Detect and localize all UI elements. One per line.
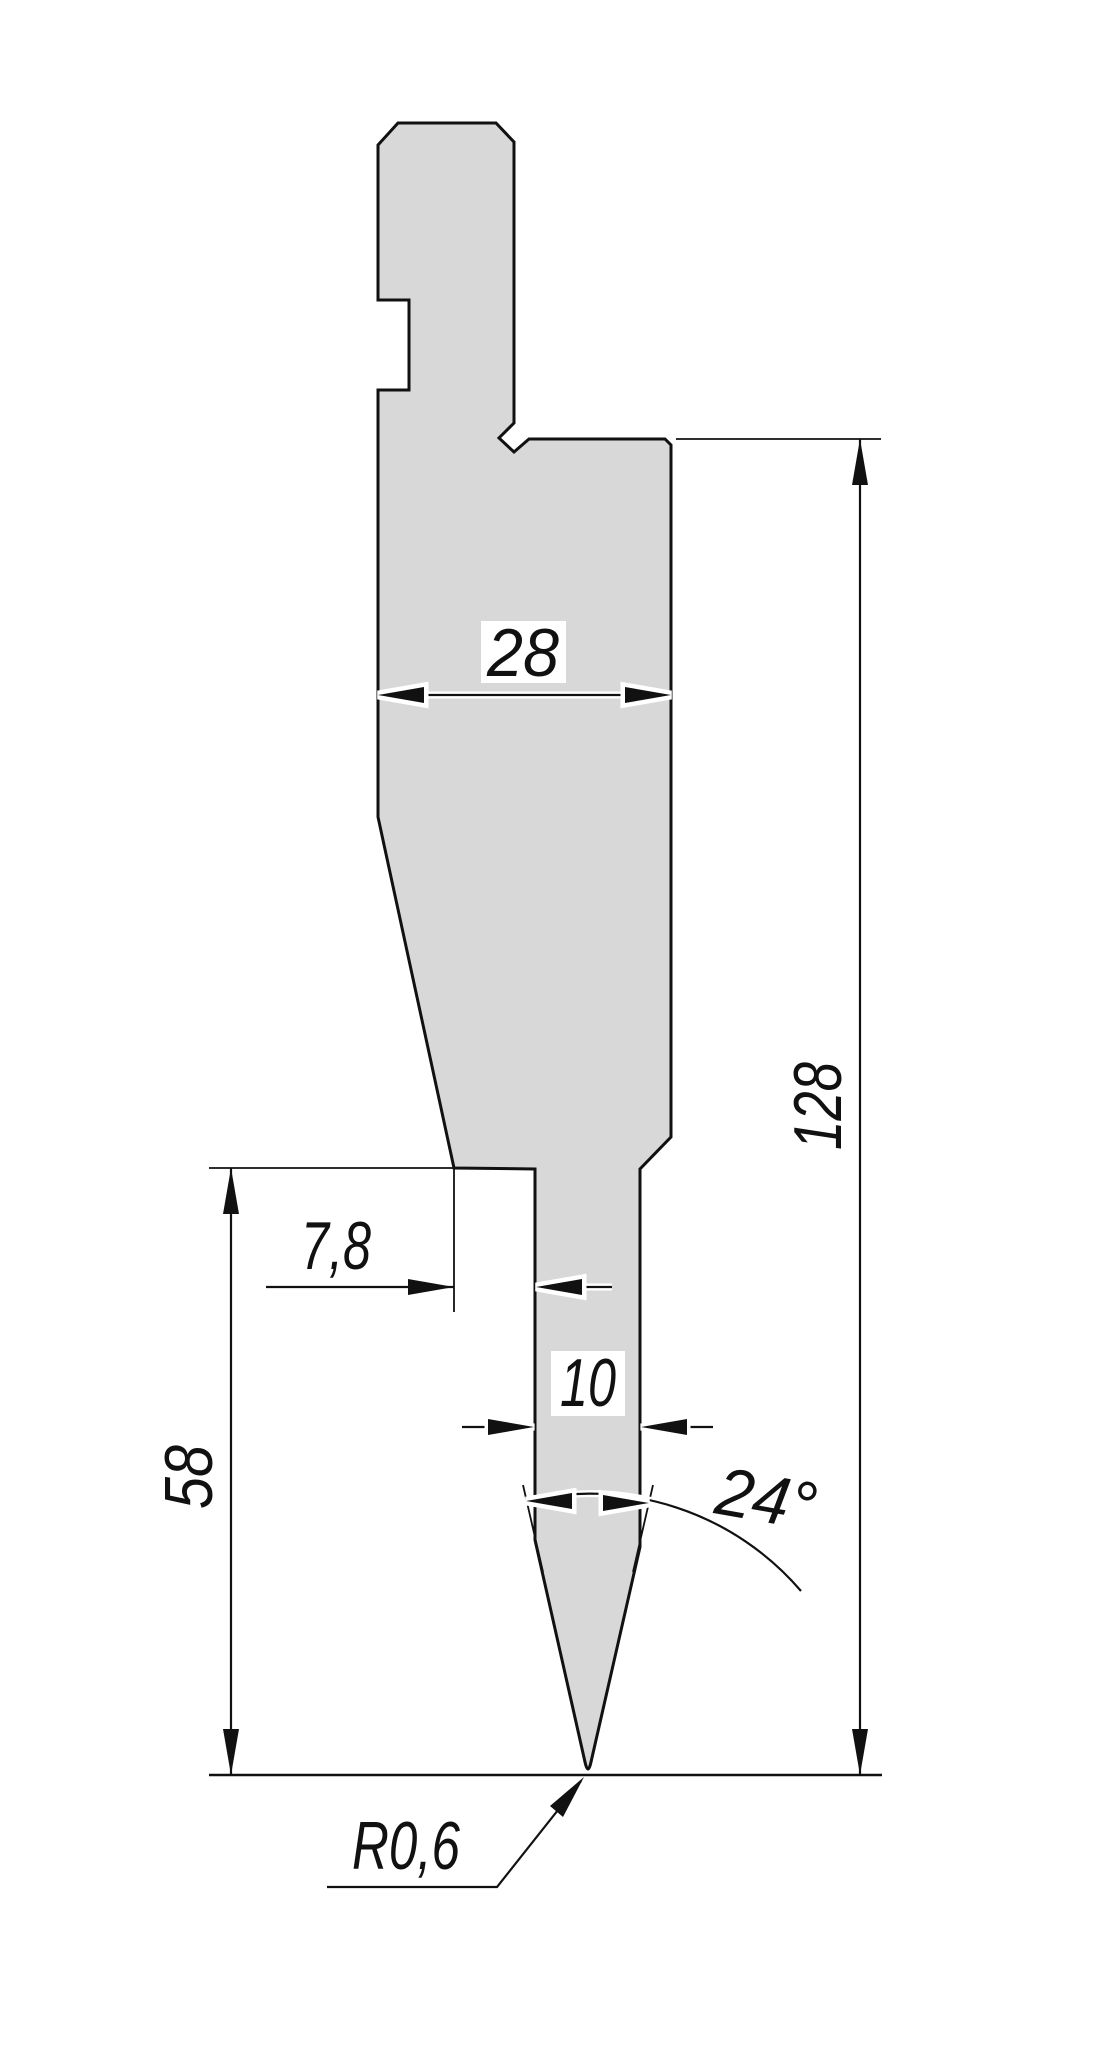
arrowhead-bottom: [223, 1729, 239, 1775]
leader-line: [327, 1780, 582, 1889]
arrowhead-right: [625, 687, 671, 703]
dim-label-background: [551, 1351, 625, 1416]
dimension-128: 128: [780, 439, 868, 1775]
arrowhead-right: [641, 1419, 687, 1435]
dim-label-shoulder-offset: 7,8: [301, 1208, 371, 1284]
arrowhead-top: [852, 439, 868, 485]
arrowhead-left: [526, 1493, 572, 1509]
arrowhead-bottom: [852, 1729, 868, 1775]
dim-label-body-width: 28: [486, 615, 559, 691]
dim-label-tip-angle: 24°: [709, 1453, 822, 1545]
dim-label-overall-height: 128: [780, 1062, 856, 1150]
leader-tip-radius: R0,6: [327, 1777, 584, 1889]
dim-label-tip-radius: R0,6: [352, 1808, 460, 1884]
dim-label-shank-width: 10: [560, 1345, 616, 1421]
arrowhead-right: [603, 1495, 649, 1511]
dim-label-background: [481, 621, 566, 683]
arrowhead-top: [223, 1168, 239, 1214]
arrowhead-left: [408, 1279, 454, 1295]
dimension-24deg: 24°: [525, 1453, 822, 1594]
dimension-7-8: 7,8: [266, 1208, 612, 1301]
punch-outline: [376, 121, 673, 1771]
dimension-58: 58: [151, 1168, 239, 1775]
arrowhead-left: [488, 1419, 534, 1435]
dim-label-working-height: 58: [151, 1445, 227, 1509]
arrowhead-right: [536, 1279, 582, 1295]
arrowhead-left: [378, 687, 424, 703]
dimension-10: 10: [462, 1345, 713, 1440]
arrowhead-leader: [550, 1777, 584, 1817]
punch-body: [376, 121, 673, 1771]
dimension-28: 28: [377, 615, 672, 709]
